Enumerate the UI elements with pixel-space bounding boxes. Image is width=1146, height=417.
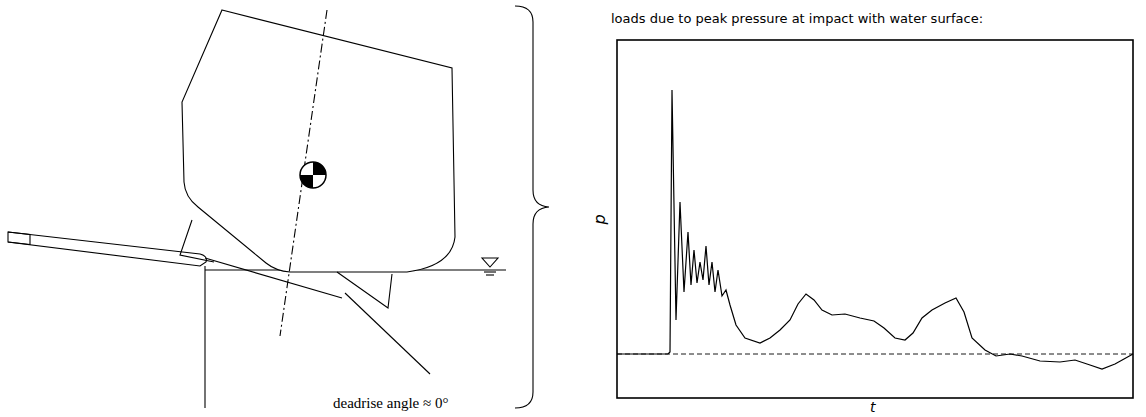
annotation-label: deadrise angle ≈ 0° (333, 395, 448, 412)
axis-label: p (590, 214, 609, 224)
quay-wall (204, 266, 205, 408)
cg-symbol (300, 162, 326, 188)
chart-frame (617, 40, 1133, 398)
ramp-end (8, 232, 30, 245)
boat-hull (182, 10, 455, 272)
pressure-curve (617, 90, 1133, 369)
zero-line (617, 354, 1133, 355)
water-symbol (482, 258, 498, 267)
launch-ramp (8, 232, 206, 266)
chart-title: loads due to peak pressure at impact wit… (611, 11, 983, 26)
reference-line (205, 258, 342, 298)
brace (515, 6, 549, 408)
boat-axis (280, 10, 327, 336)
water-symbol (486, 274, 494, 275)
boat-keel (337, 272, 392, 308)
boat-appendage (180, 220, 214, 262)
axis-label: t (870, 399, 876, 415)
water-symbol (484, 271, 496, 272)
leader-line (345, 293, 430, 374)
